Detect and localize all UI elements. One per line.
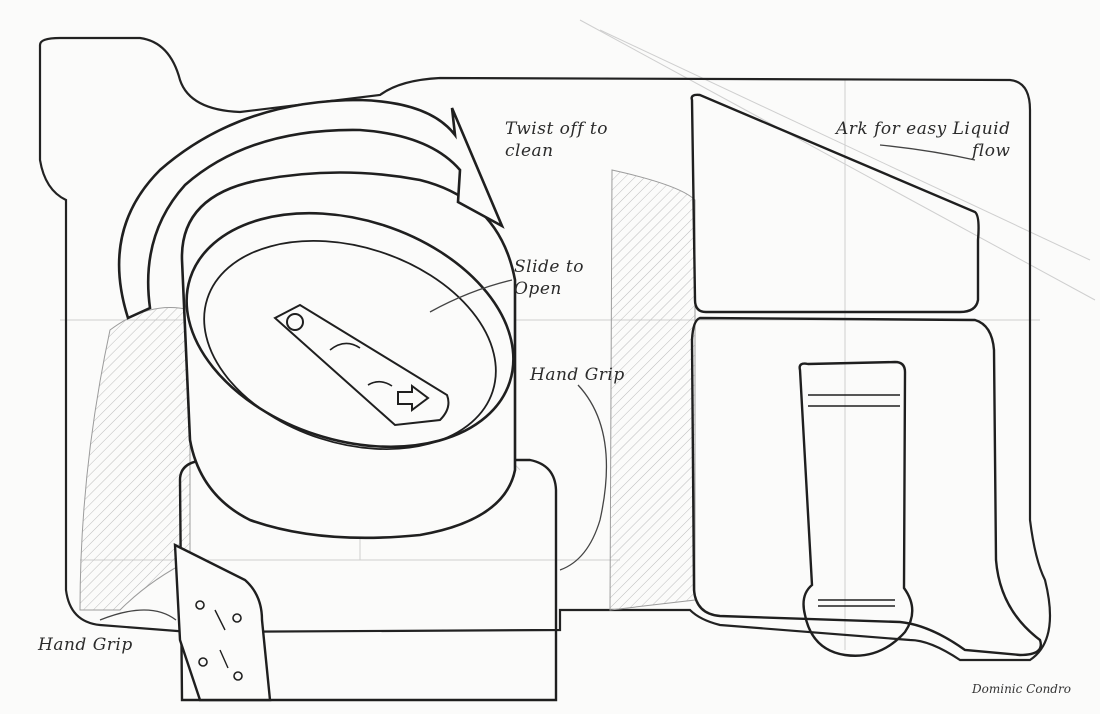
slide-note-line2: Open <box>514 279 562 299</box>
front-body <box>178 458 558 702</box>
twist-lid <box>180 171 517 540</box>
background-silhouette <box>38 36 1052 662</box>
slide-note-line1: Slide to <box>514 257 584 277</box>
twist-note-line1: Twist off to <box>505 119 608 139</box>
hand-grip-note-right: Hand Grip <box>530 365 625 385</box>
slide-tab <box>273 303 450 427</box>
ark-note-line2: flow <box>971 141 1011 161</box>
side-grip-strap <box>798 360 914 657</box>
hand-grip-band <box>173 543 272 702</box>
twist-arrow-icon <box>117 98 505 320</box>
front-view <box>173 458 558 702</box>
hand-grip-note-left: Hand Grip <box>38 635 133 655</box>
slide-open-note: Slide to Open <box>514 256 584 300</box>
leader-lines <box>99 144 976 621</box>
twist-note-line2: clean <box>505 141 554 161</box>
lid-top-rim <box>185 211 515 449</box>
side-view <box>690 93 1042 657</box>
ark-liquid-note: Ark for easy Liquid flow <box>836 118 1010 162</box>
side-body <box>690 316 1042 657</box>
ark-note-line1: Ark for easy Liquid <box>836 119 1011 139</box>
artist-signature: Dominic Condro <box>972 682 1071 696</box>
slide-arrow-icon <box>397 384 430 412</box>
twist-off-note: Twist off to clean <box>505 118 608 162</box>
lid-outer-wall <box>180 171 517 540</box>
angled-spout <box>690 93 980 314</box>
hatched-shadows <box>79 169 696 611</box>
